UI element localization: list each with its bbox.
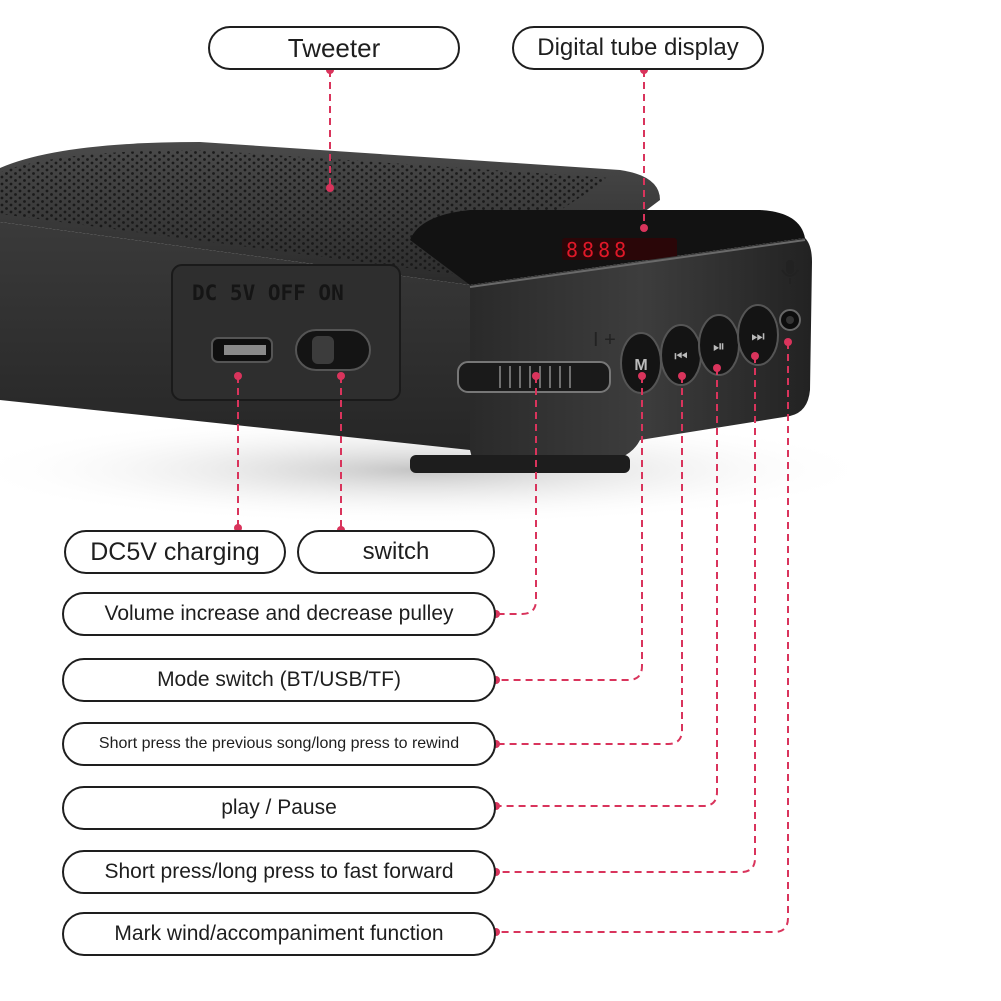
previous-button-icon: ⏮	[674, 347, 688, 365]
speaker-foot	[410, 455, 630, 473]
end-face-rim	[469, 239, 806, 288]
usb-port-contacts	[224, 345, 266, 355]
callout-play-pause: play / Pause	[62, 786, 496, 830]
callout-forward-text: Short press/long press to fast forward	[104, 860, 454, 883]
callout-tweeter: Tweeter	[208, 26, 460, 70]
callout-tweeter-text: Tweeter	[287, 32, 381, 63]
leader-mode	[496, 376, 643, 681]
callout-volume-pulley: Volume increase and decrease pulley	[62, 592, 496, 636]
volume-wheel-ridges	[499, 366, 571, 388]
leader-play	[496, 368, 718, 807]
leader-lines	[237, 70, 789, 933]
callout-digital-tube-display: Digital tube display	[512, 26, 764, 70]
display-digits: 8888	[566, 238, 630, 262]
callout-display-text: Digital tube display	[537, 34, 739, 61]
callout-mode-text: Mode switch (BT/USB/TF)	[157, 668, 401, 691]
microphone-icon	[781, 260, 799, 284]
volume-mark: I +	[593, 329, 616, 351]
callout-fast-forward: Short press/long press to fast forward	[62, 850, 496, 894]
digital-tube-display	[562, 238, 677, 260]
mic-jack-inner	[786, 316, 794, 324]
callout-mic-text: Mark wind/accompaniment function	[114, 922, 444, 945]
callout-mode-switch: Mode switch (BT/USB/TF)	[62, 658, 496, 702]
callout-charging-text: DC5V charging	[90, 537, 260, 566]
leader-volume	[496, 376, 537, 615]
power-switch-knob	[312, 336, 334, 364]
callout-play-text: play / Pause	[221, 796, 337, 819]
callout-volume-text: Volume increase and decrease pulley	[104, 602, 454, 625]
callout-switch-text: switch	[362, 538, 430, 565]
port-panel-text: DC 5V OFF ON	[192, 281, 344, 305]
callout-mark-wind: Mark wind/accompaniment function	[62, 912, 496, 956]
leader-mic	[496, 342, 789, 933]
callout-dc5v-charging: DC5V charging	[64, 530, 286, 574]
mode-button-label: M	[634, 357, 647, 374]
leader-previous	[496, 376, 683, 745]
callout-switch: switch	[297, 530, 495, 574]
play-pause-button-icon: ⏯	[713, 337, 725, 355]
callout-previous-song: Short press the previous song/long press…	[62, 722, 496, 766]
next-button-icon: ⏭	[751, 327, 765, 345]
next-button	[737, 304, 779, 366]
callout-previous-text: Short press the previous song/long press…	[98, 735, 460, 752]
